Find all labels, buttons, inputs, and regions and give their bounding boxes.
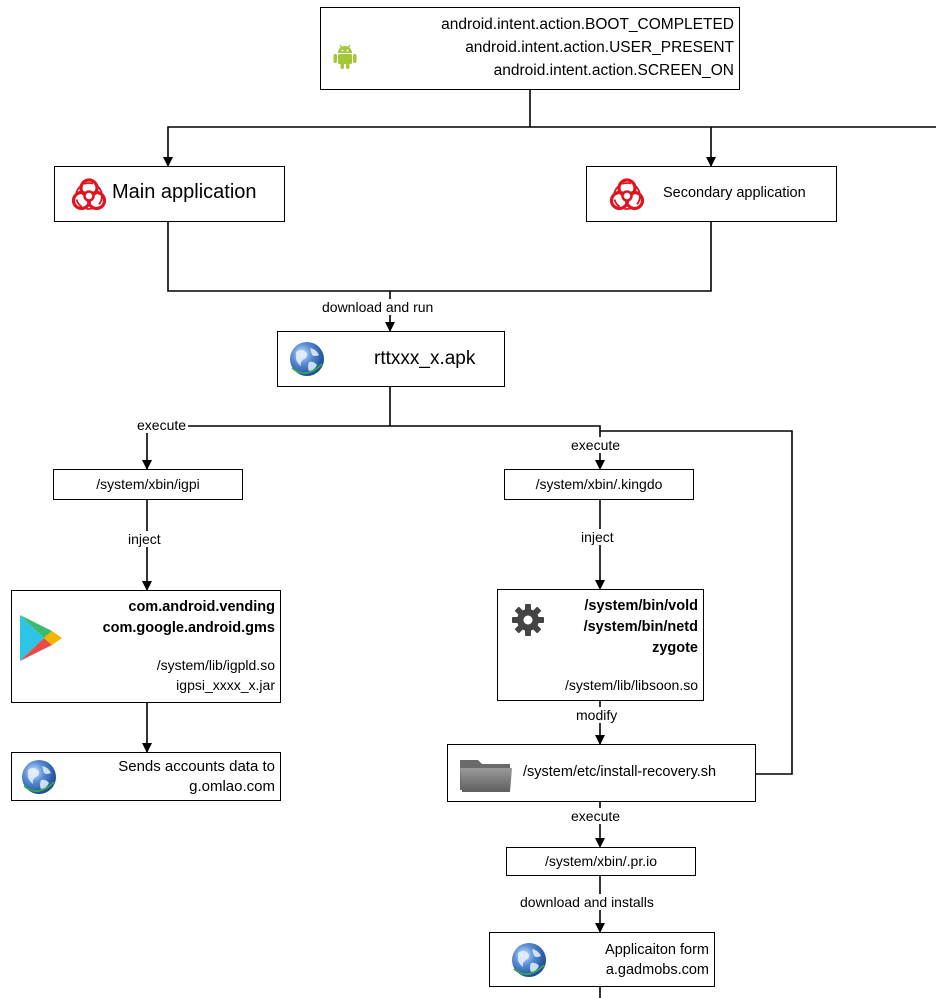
android-icon — [333, 44, 357, 69]
daemon-vold: /system/bin/vold — [584, 598, 698, 614]
accounts-text: Sends accounts data to — [118, 758, 275, 775]
system-daemons-box: /system/bin/vold /system/bin/netd zygote… — [497, 589, 704, 701]
package-gms: com.google.android.gms — [102, 620, 275, 636]
globe-icon — [512, 943, 546, 977]
biohazard-icon — [71, 178, 107, 211]
kingdo-label: /system/xbin/.kingdo — [535, 476, 663, 492]
apk-box: rttxxx_x.apk — [277, 331, 505, 387]
intent-boot-completed: android.intent.action.BOOT_COMPLETED — [441, 16, 734, 33]
package-vending: com.android.vending — [128, 599, 275, 615]
intent-trigger-box: android.intent.action.BOOT_COMPLETED and… — [320, 7, 740, 90]
edge-to-kingdo — [390, 425, 605, 470]
intent-user-present: android.intent.action.USER_PRESENT — [465, 39, 734, 56]
igpi-box: /system/xbin/igpi — [53, 469, 243, 500]
prio-box: /system/xbin/.pr.io — [506, 847, 696, 876]
file-igpld-so: /system/lib/igpld.so — [156, 657, 275, 673]
edge-label-inject-left: inject — [126, 531, 163, 547]
globe-icon — [22, 760, 56, 794]
application-form-domain: a.gadmobs.com — [605, 962, 709, 978]
edge-label-execute-left: execute — [135, 417, 189, 433]
application-form-box: Applicaiton form a.gadmobs.com — [489, 932, 715, 987]
gear-icon — [512, 604, 544, 636]
folder-icon — [460, 760, 512, 792]
prio-label: /system/xbin/.pr.io — [544, 853, 658, 869]
install-recovery-box: /system/etc/install-recovery.sh — [447, 744, 756, 802]
edge-label-execute-bottom: execute — [569, 808, 623, 824]
edge-label-execute-right: execute — [569, 437, 623, 453]
main-application-label: Main application — [112, 181, 257, 203]
edge-label-inject-right: inject — [579, 529, 616, 545]
install-recovery-label: /system/etc/install-recovery.sh — [523, 764, 717, 780]
daemon-netd: /system/bin/netd — [583, 619, 698, 635]
accounts-exfil-box: Sends accounts data to g.omlao.com — [11, 752, 281, 801]
edge-main-down — [167, 222, 712, 292]
edge-label-download-and-installs: download and installs — [518, 894, 656, 910]
biohazard-icon — [609, 178, 645, 211]
secondary-application-label: Secondary application — [663, 185, 806, 201]
edge-to-secondary-app — [530, 126, 936, 166]
edge-label-download-and-run: download and run — [320, 299, 436, 315]
edge-apk-to-recovery-loop — [600, 430, 793, 775]
daemon-zygote: zygote — [652, 640, 698, 656]
edge-label-modify: modify — [574, 707, 620, 723]
globe-icon — [290, 342, 324, 376]
google-apps-box: com.android.vending com.google.android.g… — [11, 590, 281, 703]
kingdo-box: /system/xbin/.kingdo — [504, 469, 694, 500]
secondary-application-box: Secondary application — [586, 166, 837, 222]
file-libsoon-so: /system/lib/libsoon.so — [564, 677, 698, 693]
accounts-domain: g.omlao.com — [189, 778, 275, 795]
application-form-text: Applicaiton form — [605, 942, 709, 958]
igpi-label: /system/xbin/igpi — [96, 476, 200, 492]
apk-label: rttxxx_x.apk — [374, 348, 476, 369]
intent-screen-on: android.intent.action.SCREEN_ON — [493, 62, 734, 79]
play-store-icon — [20, 615, 62, 661]
edge-to-main-app — [163, 126, 530, 167]
main-application-box: Main application — [54, 166, 285, 222]
file-igpsi-jar: igpsi_xxxx_x.jar — [176, 677, 275, 693]
